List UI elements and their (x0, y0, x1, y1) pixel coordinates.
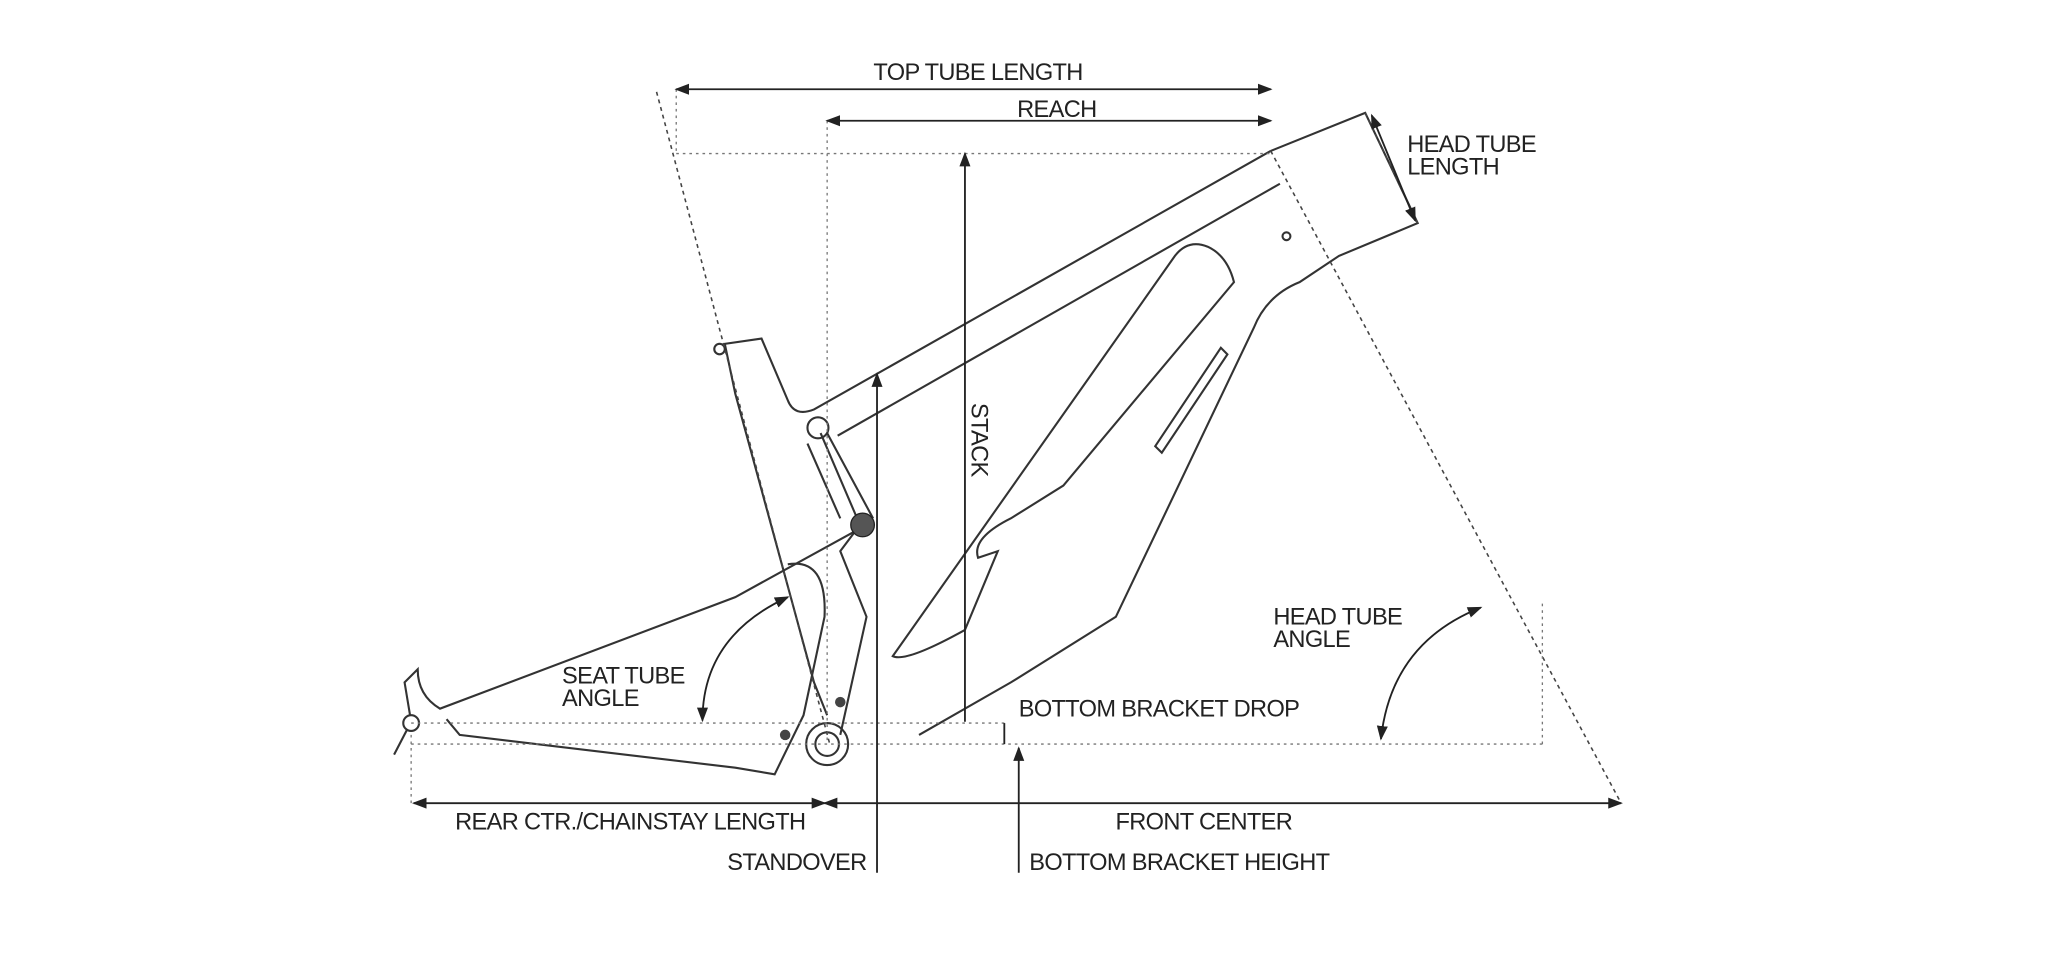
head-tube-length-arrow (1370, 113, 1416, 223)
standover-label: STANDOVER (727, 850, 866, 876)
head-tube-length-label-1: HEAD TUBE (1407, 132, 1536, 158)
seat-tube-angle-label-2: ANGLE (562, 686, 639, 712)
bike-frame (393, 111, 1420, 776)
head-tube-length-label-2: LENGTH (1407, 155, 1499, 181)
front-center-label: FRONT CENTER (1115, 809, 1292, 835)
seat-tube-angle-label-1: SEAT TUBE (562, 664, 685, 690)
head-tube-angle-arc (1376, 606, 1483, 741)
reach-label: REACH (1017, 97, 1096, 123)
top-tube-length-label: TOP TUBE LENGTH (873, 60, 1082, 86)
head-tube-angle-label-1: HEAD TUBE (1273, 605, 1402, 631)
stack-label: STACK (966, 403, 992, 478)
seat-tube-angle-arc (696, 596, 790, 723)
rear-center-label: REAR CTR./CHAINSTAY LENGTH (455, 809, 805, 835)
head-tube-angle-label-2: ANGLE (1273, 627, 1350, 653)
reference-lines (410, 89, 1622, 804)
bottom-bracket-drop-label: BOTTOM BRACKET DROP (1019, 697, 1300, 723)
bottom-bracket-height-label: BOTTOM BRACKET HEIGHT (1029, 850, 1329, 876)
dimension-arrows (411, 83, 1623, 873)
